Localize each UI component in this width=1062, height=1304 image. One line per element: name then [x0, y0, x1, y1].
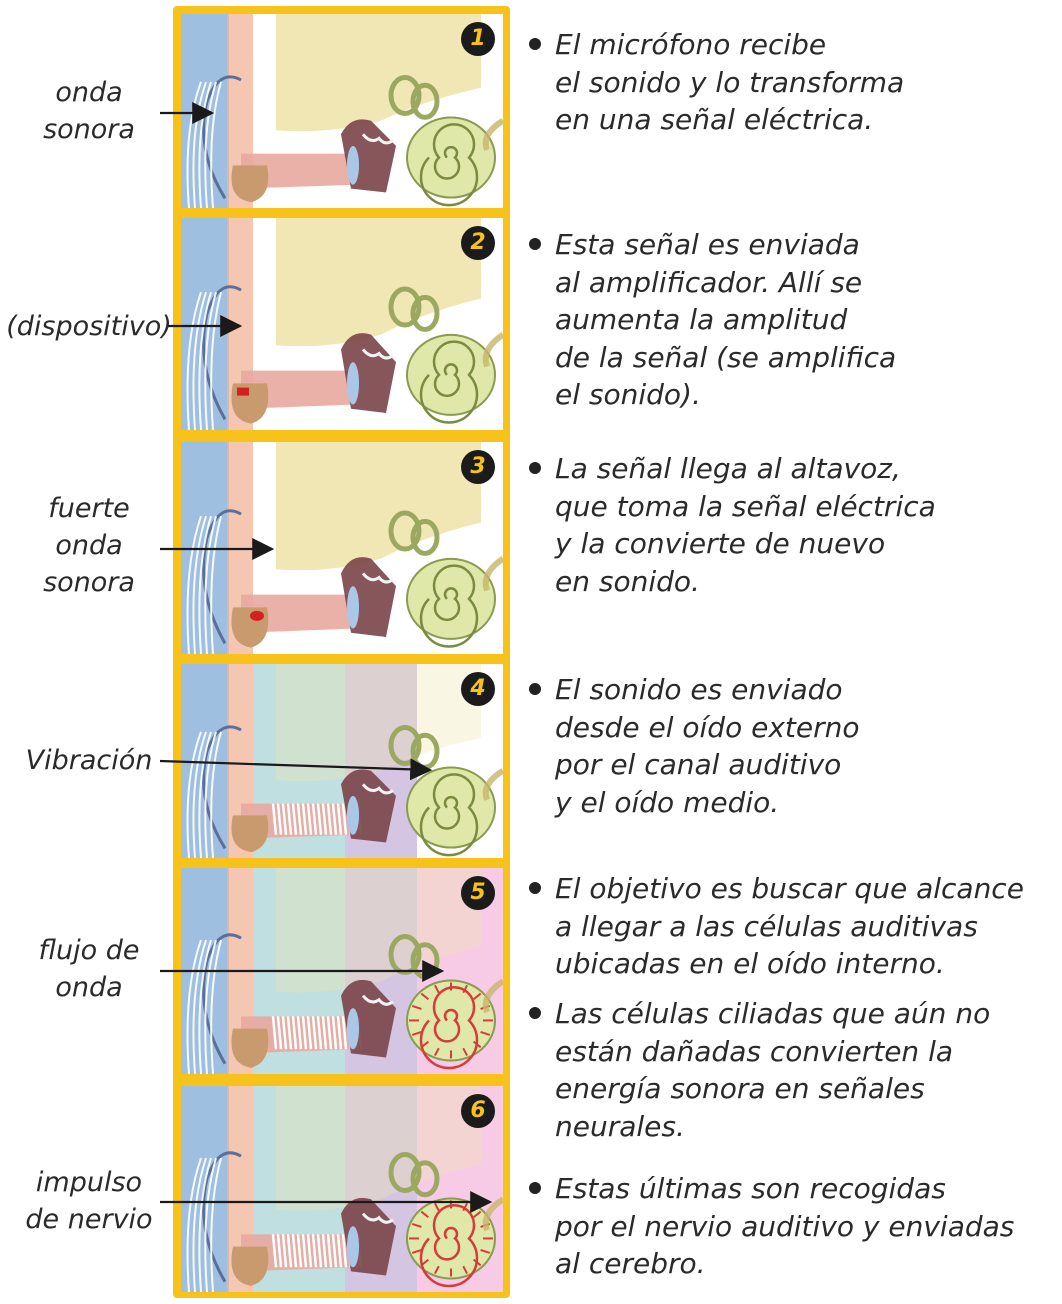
eardrum [347, 586, 359, 628]
ear-illustration [181, 1086, 503, 1292]
ear-illustration [181, 442, 503, 654]
ear-illustration [181, 14, 503, 208]
cochlea [407, 559, 495, 639]
cochlea [407, 1198, 495, 1278]
bullet-dot [529, 38, 541, 50]
eardrum [347, 1226, 359, 1267]
speaker-indicator [250, 611, 264, 621]
eardrum [347, 146, 359, 185]
label-flujo-de-onda: flujo de onda [14, 932, 164, 1006]
ear-illustration [181, 868, 503, 1074]
eardrum [347, 362, 359, 404]
eardrum [347, 796, 359, 835]
label-onda-sonora: onda sonora [14, 74, 164, 148]
step-badge-2: 2 [461, 226, 495, 260]
step-badge-5: 5 [461, 876, 495, 910]
ear-panel-1: 1 [181, 14, 503, 208]
cochlea [407, 335, 495, 415]
ear-illustration [181, 218, 503, 430]
description-5: El objetivo es buscar que alcance a lleg… [527, 870, 1024, 983]
description-2: Esta señal es enviada al amplificador. A… [527, 226, 896, 414]
cochlea [407, 768, 495, 848]
label-fuerte-onda-sonora: fuerte onda sonora [14, 490, 164, 601]
ear-panel-6: 6 [181, 1086, 503, 1292]
bullet-dot [529, 238, 541, 250]
ear-panel-5: 5 [181, 868, 503, 1074]
description-3: La señal llega al altavoz, que toma la s… [527, 450, 936, 600]
bullet-dot [529, 882, 541, 894]
ear-panel-4: 4 [181, 664, 503, 858]
description-7: Estas últimas son recogidas por el nervi… [527, 1170, 1014, 1283]
step-badge-4: 4 [461, 672, 495, 706]
step-badge-1: 1 [461, 22, 495, 56]
cochlea [407, 118, 495, 198]
bullet-dot [529, 462, 541, 474]
step-badge-3: 3 [461, 450, 495, 484]
ear-panel-3: 3 [181, 442, 503, 654]
eardrum [347, 1008, 359, 1049]
description-4: El sonido es enviado desde el oído exter… [527, 671, 860, 821]
label-vibracion: Vibración [14, 742, 164, 779]
label-dispositivo: (dispositivo) [4, 308, 174, 345]
description-6: Las células ciliadas que aún no están da… [527, 995, 1062, 1145]
bullet-dot [529, 683, 541, 695]
bullet-dot [529, 1007, 541, 1019]
cochlea [407, 980, 495, 1060]
ear-illustration [181, 664, 503, 858]
label-impulso-de-nervio: impulso de nervio [14, 1164, 164, 1238]
description-1: El micrófono recibe el sonido y lo trans… [527, 26, 904, 139]
ear-panel-2: 2 [181, 218, 503, 430]
bullet-dot [529, 1182, 541, 1194]
amplifier-indicator [237, 388, 249, 396]
step-badge-6: 6 [461, 1094, 495, 1128]
